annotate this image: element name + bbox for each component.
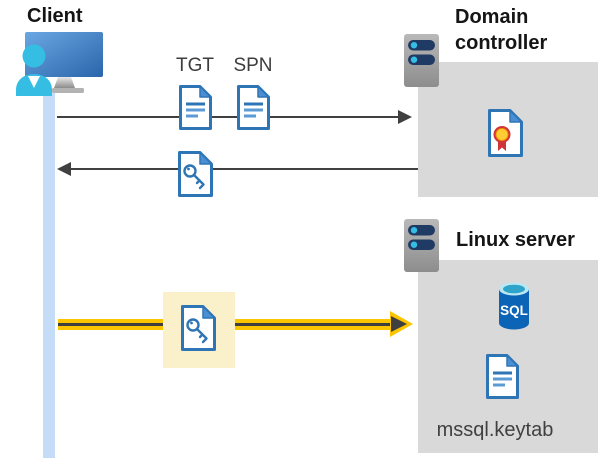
- tgt-document-icon: [179, 85, 212, 130]
- sql-badge-text: SQL: [500, 303, 528, 318]
- request-arrow-head-icon: [398, 110, 412, 124]
- response-arrow-line: [71, 168, 418, 170]
- kerberos-arrow-head-icon: [391, 316, 407, 332]
- client-label: Client: [27, 5, 83, 27]
- sql-database-icon: SQL: [499, 282, 529, 330]
- response-arrow-head-icon: [57, 162, 71, 176]
- domain-controller-server-icon: [404, 34, 439, 87]
- linux-server-label: Linux server: [456, 229, 575, 251]
- domain-controller-label: Domain controller: [455, 6, 548, 54]
- certificate-icon: [488, 109, 523, 157]
- key-ticket-highlighted-icon: [181, 305, 216, 351]
- tgt-label: TGT: [176, 55, 214, 76]
- request-arrow-line: [57, 116, 398, 118]
- key-ticket-icon: [178, 151, 213, 197]
- client-computer-icon: [16, 32, 103, 96]
- keytab-document-icon: [486, 354, 519, 399]
- linux-server-server-icon: [404, 219, 439, 272]
- spn-document-icon: [237, 85, 270, 130]
- keytab-filename-label: mssql.keytab: [436, 419, 554, 441]
- client-lifeline: [43, 93, 55, 458]
- spn-label: SPN: [233, 55, 273, 76]
